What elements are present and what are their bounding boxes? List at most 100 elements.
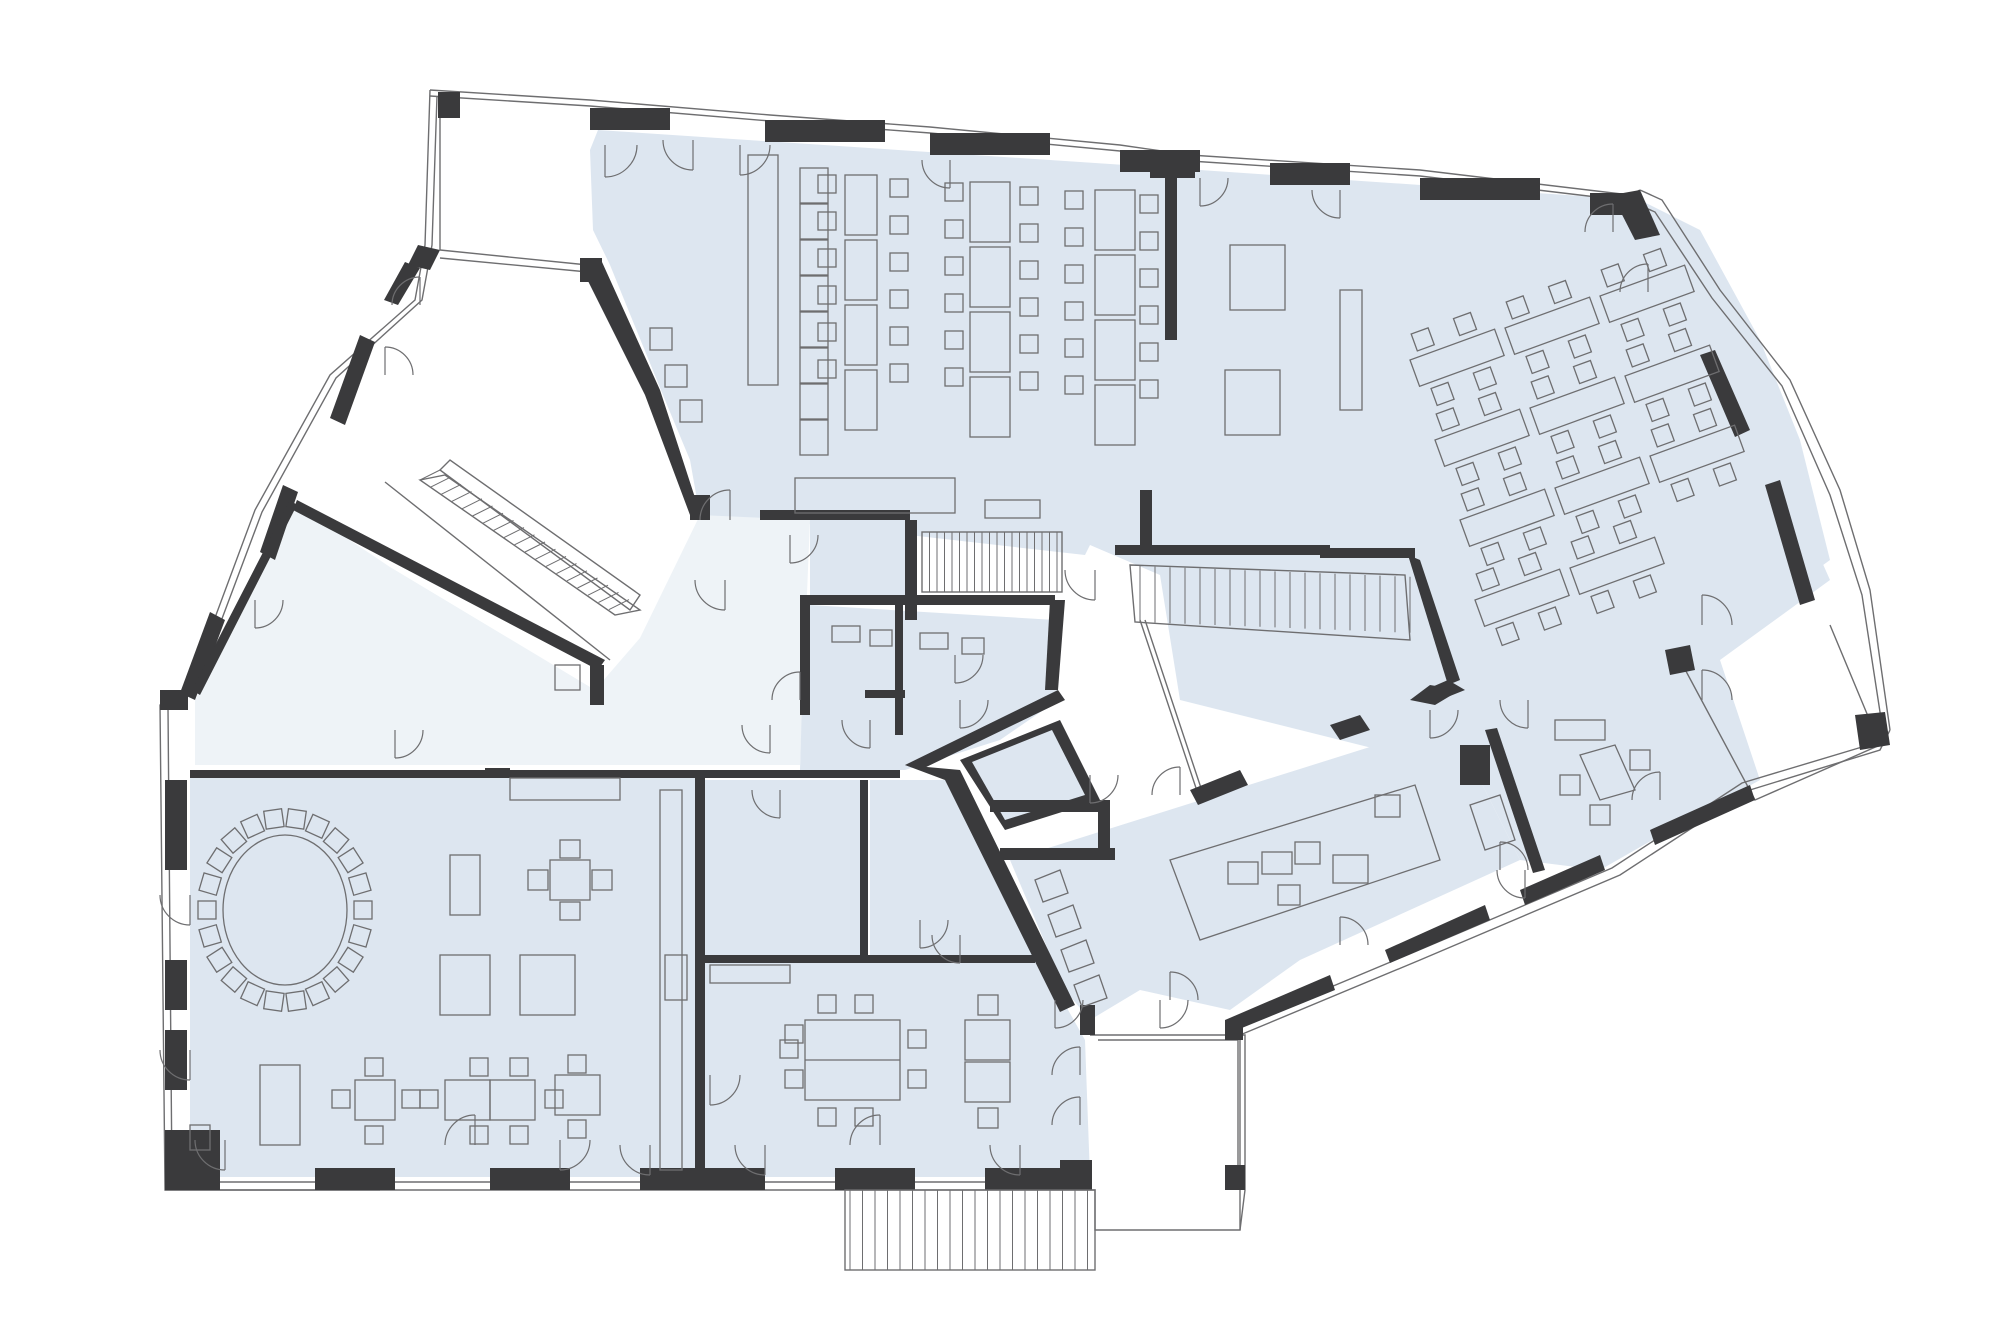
desk — [844, 174, 878, 236]
chair — [331, 1089, 351, 1109]
door-swing — [739, 144, 771, 176]
wall-partition — [695, 770, 705, 1180]
chair — [1629, 749, 1651, 771]
chair — [559, 839, 581, 859]
furniture — [189, 154, 1745, 1171]
desk — [799, 311, 829, 348]
door-swing — [709, 1074, 741, 1106]
counter — [709, 964, 791, 984]
door — [1496, 869, 1526, 899]
chair — [649, 327, 673, 351]
door — [159, 894, 191, 926]
chair — [889, 178, 909, 198]
wall-partition — [860, 780, 868, 955]
chair — [1625, 343, 1651, 368]
chair — [1480, 541, 1505, 567]
chair — [1472, 366, 1498, 391]
door-swing — [391, 276, 421, 306]
chair — [1064, 338, 1084, 358]
chair — [1019, 371, 1039, 391]
chair — [1064, 301, 1084, 321]
wall-core — [895, 605, 903, 735]
chair — [304, 813, 331, 840]
chair — [1597, 439, 1623, 465]
space-small-office-left — [705, 780, 865, 955]
wall-pier — [1700, 350, 1750, 437]
desk — [969, 246, 1011, 308]
wall-elevator — [1000, 848, 1115, 860]
wall-pier — [165, 960, 187, 1010]
wall-kitchen — [1485, 728, 1545, 873]
stove — [1332, 854, 1369, 884]
door-swing — [1499, 841, 1529, 871]
door-swing — [159, 1049, 191, 1081]
stair-tread — [482, 512, 504, 524]
chair — [977, 994, 999, 1016]
chair — [567, 1119, 587, 1139]
chair — [347, 872, 372, 897]
cabinet — [1229, 244, 1286, 311]
door-swing — [1701, 594, 1733, 626]
door — [1311, 189, 1341, 219]
wall-pier — [1420, 178, 1540, 200]
chair — [220, 965, 248, 994]
desk-pair — [1624, 327, 1720, 423]
chair — [1505, 295, 1531, 320]
chair — [1475, 567, 1501, 592]
wall-divider — [1150, 158, 1195, 178]
door — [1199, 177, 1229, 207]
door-swing — [662, 139, 694, 171]
wall-pier — [160, 690, 188, 710]
classroom-north-tables — [799, 167, 1159, 456]
door-swing — [959, 699, 989, 729]
door — [1169, 971, 1199, 1001]
chair — [1670, 477, 1695, 503]
chair — [322, 965, 350, 994]
door — [771, 671, 801, 701]
chair — [559, 901, 581, 921]
door — [1054, 999, 1084, 1029]
chair — [1064, 375, 1084, 395]
desk — [1094, 319, 1136, 381]
door — [254, 599, 284, 629]
door — [694, 579, 726, 611]
chair — [1572, 359, 1598, 385]
chair — [944, 367, 964, 387]
wall-pier — [1060, 1160, 1092, 1190]
chair — [1617, 494, 1643, 519]
door-swing — [1631, 771, 1661, 801]
door — [394, 729, 424, 759]
chair — [285, 990, 308, 1012]
door — [921, 159, 951, 189]
chair — [889, 215, 909, 235]
door — [662, 139, 694, 171]
door-swing — [1054, 999, 1084, 1029]
stair-west — [418, 459, 642, 705]
chair — [784, 1024, 804, 1044]
door — [1584, 203, 1614, 233]
chair — [198, 923, 223, 948]
chair — [1575, 509, 1600, 535]
sink — [919, 632, 949, 650]
door — [1631, 771, 1661, 801]
dining-round-table — [197, 808, 373, 1012]
chair — [527, 869, 549, 891]
chair — [220, 826, 248, 855]
chair — [1019, 186, 1039, 206]
desk — [799, 419, 829, 456]
shelf — [1339, 289, 1363, 411]
chair — [1435, 407, 1461, 432]
door-swing — [604, 144, 638, 178]
door — [1051, 1096, 1081, 1126]
chair — [1502, 471, 1528, 497]
chair — [1139, 342, 1159, 362]
shelf — [1554, 719, 1606, 741]
door — [1089, 774, 1119, 804]
door — [954, 654, 984, 684]
desk — [969, 181, 1011, 243]
chair — [854, 1107, 874, 1127]
desk — [1094, 189, 1136, 251]
chair — [1662, 302, 1688, 327]
desk-pair — [1529, 359, 1625, 455]
wall-pier — [440, 92, 460, 117]
